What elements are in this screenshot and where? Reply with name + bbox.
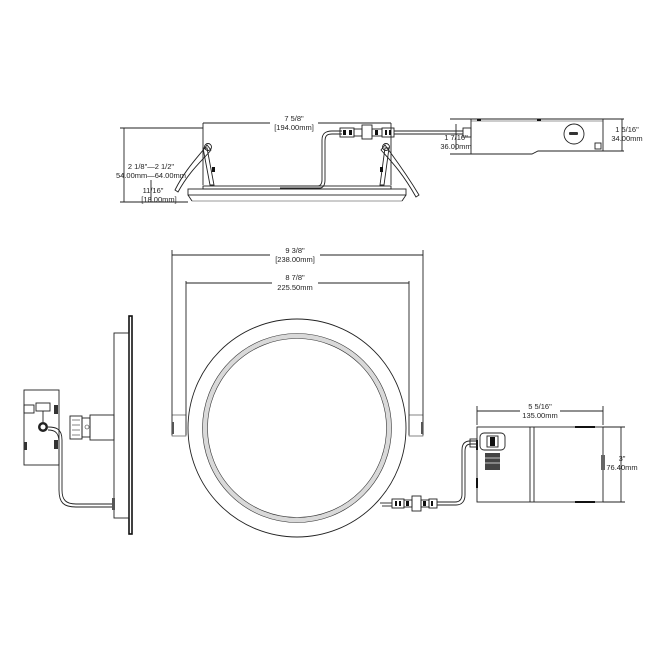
- driver-box-height-mm-label: 34.00mm: [611, 134, 642, 143]
- connector-top: [339, 124, 395, 140]
- driver-box-height-inch-label: 1 5/16": [615, 125, 639, 134]
- flange-inch-label: 11/16": [143, 186, 164, 195]
- height-range-inch-label: 2 1/8"—2 1/2": [128, 162, 175, 171]
- jbox-height-inch-label: 3": [619, 454, 626, 463]
- junction-box: 5 5/16" 135.00mm 3" 76.40mm: [469, 402, 638, 503]
- side-view-top: 7 5/8" [194.00mm]: [116, 114, 463, 204]
- front-view: 9 3/8" [238.00mm] 8 7/8" 225.50mm: [171, 246, 478, 538]
- width-mm-label: [194.00mm]: [274, 123, 314, 132]
- flange-mm-label: [18.00mm]: [141, 195, 176, 204]
- driver-height-mm-label: 36.00mm: [440, 142, 471, 151]
- width-inch-label: 7 5/8": [284, 114, 304, 123]
- cutout-inch-label: 8 7/8": [285, 273, 305, 282]
- height-range-mm-label: 54.00mm—64.00mm: [116, 171, 186, 180]
- jbox-length-mm-label: 135.00mm: [522, 411, 557, 420]
- connector-front: [391, 495, 438, 512]
- profile-view-left: [23, 315, 133, 535]
- outer-diameter-mm-label: [238.00mm]: [275, 255, 315, 264]
- driver-height-inch-label: 1 7/16": [444, 133, 468, 142]
- driver-box-side-view: 1 7/16" 36.00mm 1 5/16" 34.00mm: [440, 118, 643, 155]
- jbox-height-mm-label: 76.40mm: [606, 463, 637, 472]
- cutout-mm-label: 225.50mm: [277, 283, 312, 292]
- jbox-length-inch-label: 5 5/16": [528, 402, 552, 411]
- outer-diameter-inch-label: 9 3/8": [285, 246, 305, 255]
